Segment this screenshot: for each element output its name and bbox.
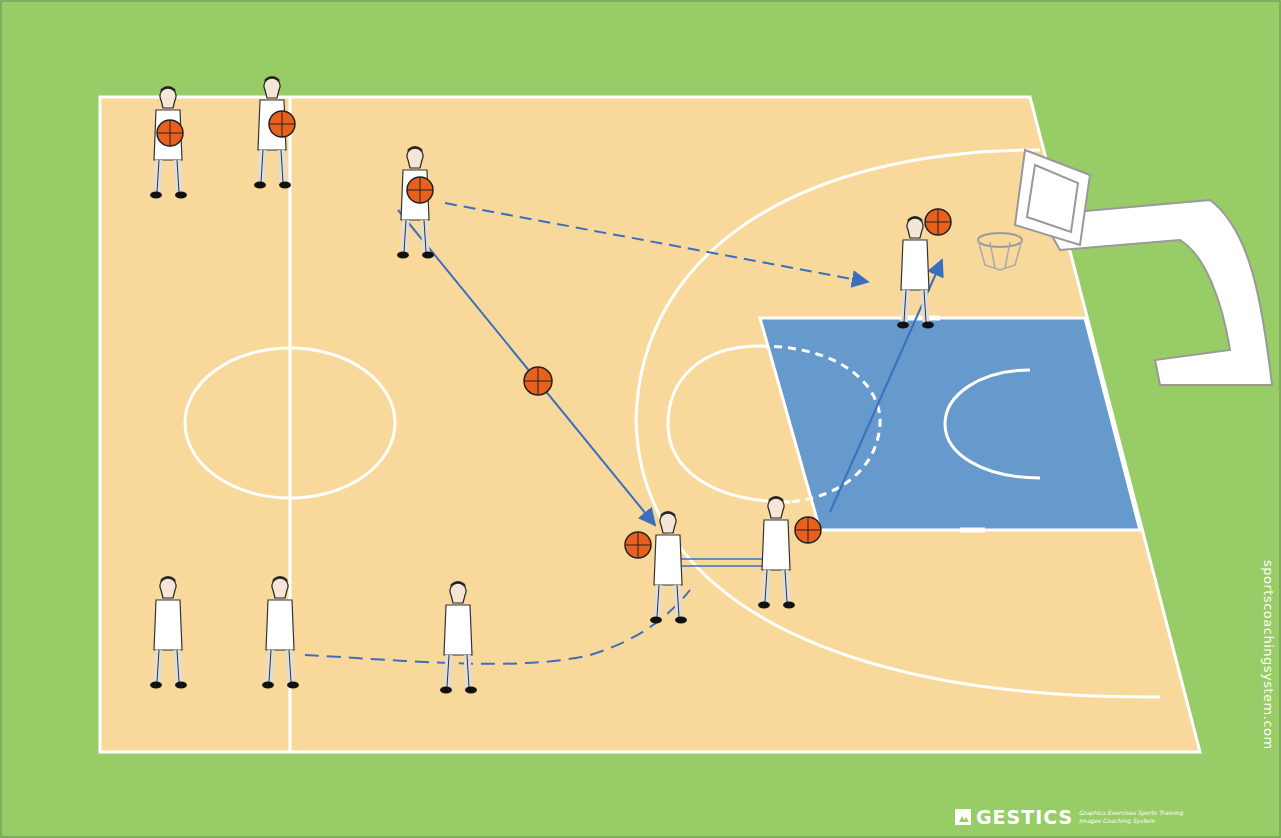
player-figure xyxy=(758,496,795,609)
player-figure xyxy=(150,86,187,199)
logo-text: Graphics Exercises Sports Training xyxy=(1079,809,1183,816)
player-figure xyxy=(150,576,187,689)
logo-text: GESTICS xyxy=(976,806,1073,828)
player-figure xyxy=(397,146,434,259)
player-figure xyxy=(897,216,934,329)
player-figure xyxy=(440,581,477,694)
watermark: sportscoachingsystem.com xyxy=(1261,560,1276,750)
logo-text: Images Coaching System xyxy=(1079,817,1155,824)
player-figure xyxy=(650,511,687,624)
player-figure xyxy=(262,576,299,689)
